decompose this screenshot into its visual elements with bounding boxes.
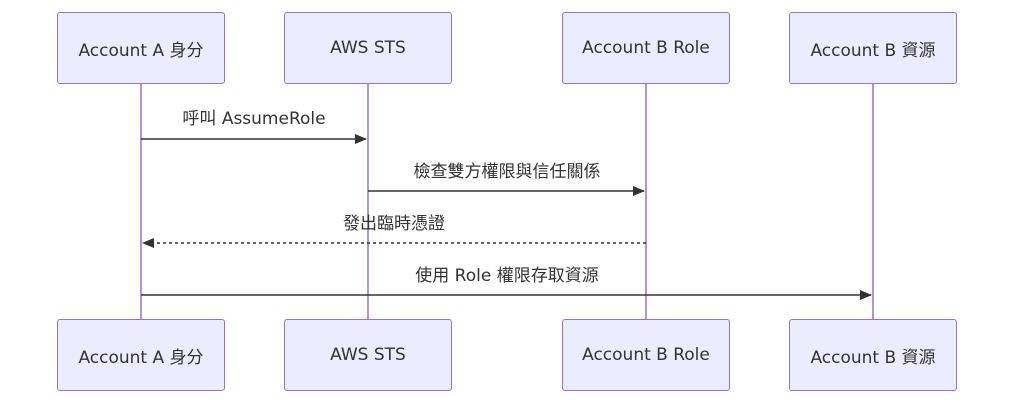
participant-label: Account B Role [582,38,710,58]
message-label-issue-credentials: 發出臨時憑證 [343,214,445,234]
participant-label: Account B 資源 [810,40,936,61]
participant-aws-sts-top: AWS STS [284,12,452,84]
participant-label: Account B Role [582,345,710,365]
participant-account-a-top: Account A 身分 [57,12,225,84]
participant-account-a-bottom: Account A 身分 [57,319,225,391]
message-label-check-trust: 檢查雙方權限與信任關係 [413,162,601,182]
participant-label: AWS STS [330,345,406,365]
participant-label: Account A 身分 [78,347,204,368]
participant-account-b-resource-bottom: Account B 資源 [789,319,957,391]
message-label-access-resource: 使用 Role 權限存取資源 [415,266,599,286]
message-label-assume-role: 呼叫 AssumeRole [182,109,326,129]
participant-aws-sts-bottom: AWS STS [284,319,452,391]
participant-label: Account B 資源 [810,347,936,368]
participant-account-b-role-top: Account B Role [562,12,730,84]
participant-label: Account A 身分 [78,40,204,61]
participant-account-b-role-bottom: Account B Role [562,319,730,391]
participant-account-b-resource-top: Account B 資源 [789,12,957,84]
participant-label: AWS STS [330,38,406,58]
